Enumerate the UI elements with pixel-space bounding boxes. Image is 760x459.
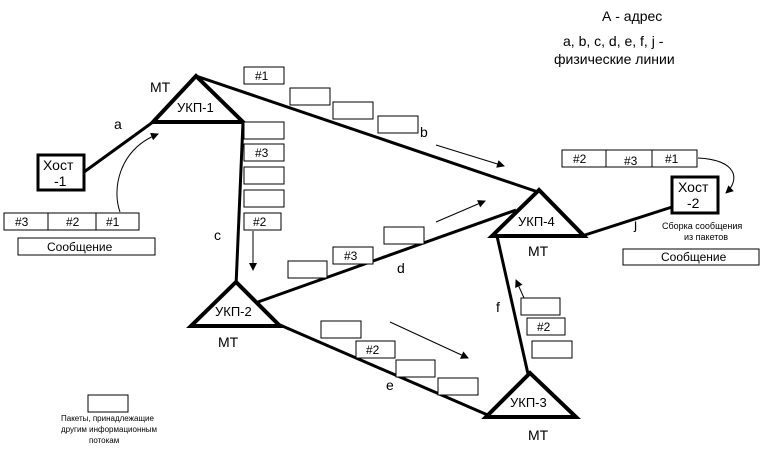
- legend-address: А - адрес: [602, 8, 662, 24]
- host2-assembly-arrow: [697, 157, 735, 194]
- link-e-foreign-packet-1: [320, 320, 362, 339]
- node-ukp1-triangle: [148, 73, 248, 124]
- legend-lines-2: физические линии: [554, 51, 675, 67]
- node-ukp1-mt-label: МТ: [150, 79, 171, 95]
- node-ukp2-triangle: [186, 279, 285, 328]
- host2-packet-1-label: #1: [665, 152, 679, 166]
- link-c-packet-2-label: #2: [253, 215, 267, 229]
- node-ukp1-label: УКП-1: [177, 100, 214, 115]
- link-b-foreign-packet-3: [377, 115, 419, 134]
- host1-box: [36, 153, 86, 192]
- link-f-foreign-packet-2: [531, 340, 573, 359]
- link-e-direction-arrow: [389, 321, 469, 359]
- link-d-direction-arrow: [435, 200, 486, 223]
- host1-message-label: Сообщение: [47, 240, 113, 254]
- host1-to-ukp1-arrow: [116, 132, 159, 213]
- link-b-foreign-packet-1: [289, 87, 331, 106]
- legend-foreign-line-3: потокам: [89, 436, 119, 445]
- link-e-label: e: [386, 377, 394, 393]
- link-d-line: [257, 208, 517, 304]
- link-c-packet-3-label: #3: [255, 146, 269, 160]
- node-ukp2-label: УКП-2: [215, 304, 252, 319]
- link-f-direction-arrow: [515, 279, 525, 299]
- node-ukp3-mt-label: МТ: [528, 427, 549, 443]
- host2-box: [670, 175, 720, 215]
- link-d-foreign-packet-1: [287, 260, 328, 279]
- link-e-packet-2-label: #2: [366, 343, 380, 357]
- link-f-packet-2-label: #2: [537, 320, 551, 334]
- legend-foreign-line-2: другим информационным: [61, 425, 157, 434]
- link-c-foreign-packet-2: [243, 166, 285, 185]
- legend-lines-1: a, b, c, d, e, f, j -: [563, 33, 664, 49]
- link-d-packet-3-label: #3: [344, 249, 358, 263]
- link-c-packet-2: [243, 212, 282, 231]
- node-ukp4-triangle: [487, 187, 589, 238]
- host1-number: -1: [54, 173, 67, 189]
- link-d-label: d: [397, 260, 405, 276]
- host1-message-box: [17, 237, 156, 256]
- link-e-foreign-packet-2: [395, 359, 436, 378]
- link-d-packet-3: [332, 246, 374, 265]
- host2-packet-1: [651, 149, 698, 168]
- link-b-label: b: [420, 124, 428, 140]
- node-ukp4-mt-label: МТ: [528, 243, 549, 259]
- link-d-foreign-packet-2: [383, 226, 425, 245]
- link-c-packet-3: [243, 143, 285, 162]
- link-b-direction-arrow: [435, 144, 505, 168]
- link-f-foreign-packet-1: [520, 297, 561, 316]
- link-a-line: [83, 120, 154, 174]
- link-j-line: [584, 205, 673, 237]
- host2-number: -2: [687, 195, 700, 211]
- link-j-label: j: [633, 216, 637, 232]
- link-f-label: f: [496, 299, 500, 315]
- link-e-foreign-packet-3: [437, 377, 479, 396]
- link-c-foreign-packet-1: [243, 121, 285, 140]
- link-c-foreign-packet-3: [243, 189, 285, 208]
- host1-packet-1-label: #1: [106, 215, 120, 229]
- link-e-packet-2: [355, 340, 396, 359]
- node-ukp4-label: УКП-4: [518, 214, 555, 229]
- host2-packet-3-label: #3: [624, 154, 638, 168]
- link-c-line: [234, 121, 245, 287]
- host1-label: Хост: [43, 157, 74, 173]
- node-ukp3-label: УКП-3: [510, 395, 547, 410]
- host2-packet-2-label: #2: [573, 152, 587, 166]
- legend-foreign-packet-sample: [87, 394, 129, 413]
- node-ukp2-mt-label: МТ: [218, 334, 239, 350]
- link-b-packet-1-label: #1: [255, 69, 269, 83]
- host2-assembly-line-2: из пакетов: [684, 232, 728, 242]
- host2-message-box: [622, 248, 760, 266]
- link-b-line: [195, 74, 539, 194]
- legend-foreign-line-1: Пакеты, принадлежащие: [61, 414, 154, 423]
- link-f-packet-2: [526, 317, 566, 336]
- host2-message-label: Сообщение: [661, 250, 727, 264]
- host1-packet-1: [95, 212, 140, 231]
- node-ukp3-triangle: [481, 370, 581, 419]
- link-a-label: a: [114, 116, 122, 132]
- link-c-label: c: [214, 227, 221, 243]
- host2-assembly-line-1: Сборка сообщения: [662, 221, 742, 231]
- host2-label: Хост: [678, 179, 709, 195]
- link-b-foreign-packet-2: [332, 101, 374, 120]
- host1-packet-3-label: #3: [15, 215, 29, 229]
- host1-packet-2-label: #2: [66, 215, 80, 229]
- link-f-line: [495, 235, 530, 375]
- link-b-packet-1: [243, 66, 285, 85]
- link-e-line: [279, 323, 491, 418]
